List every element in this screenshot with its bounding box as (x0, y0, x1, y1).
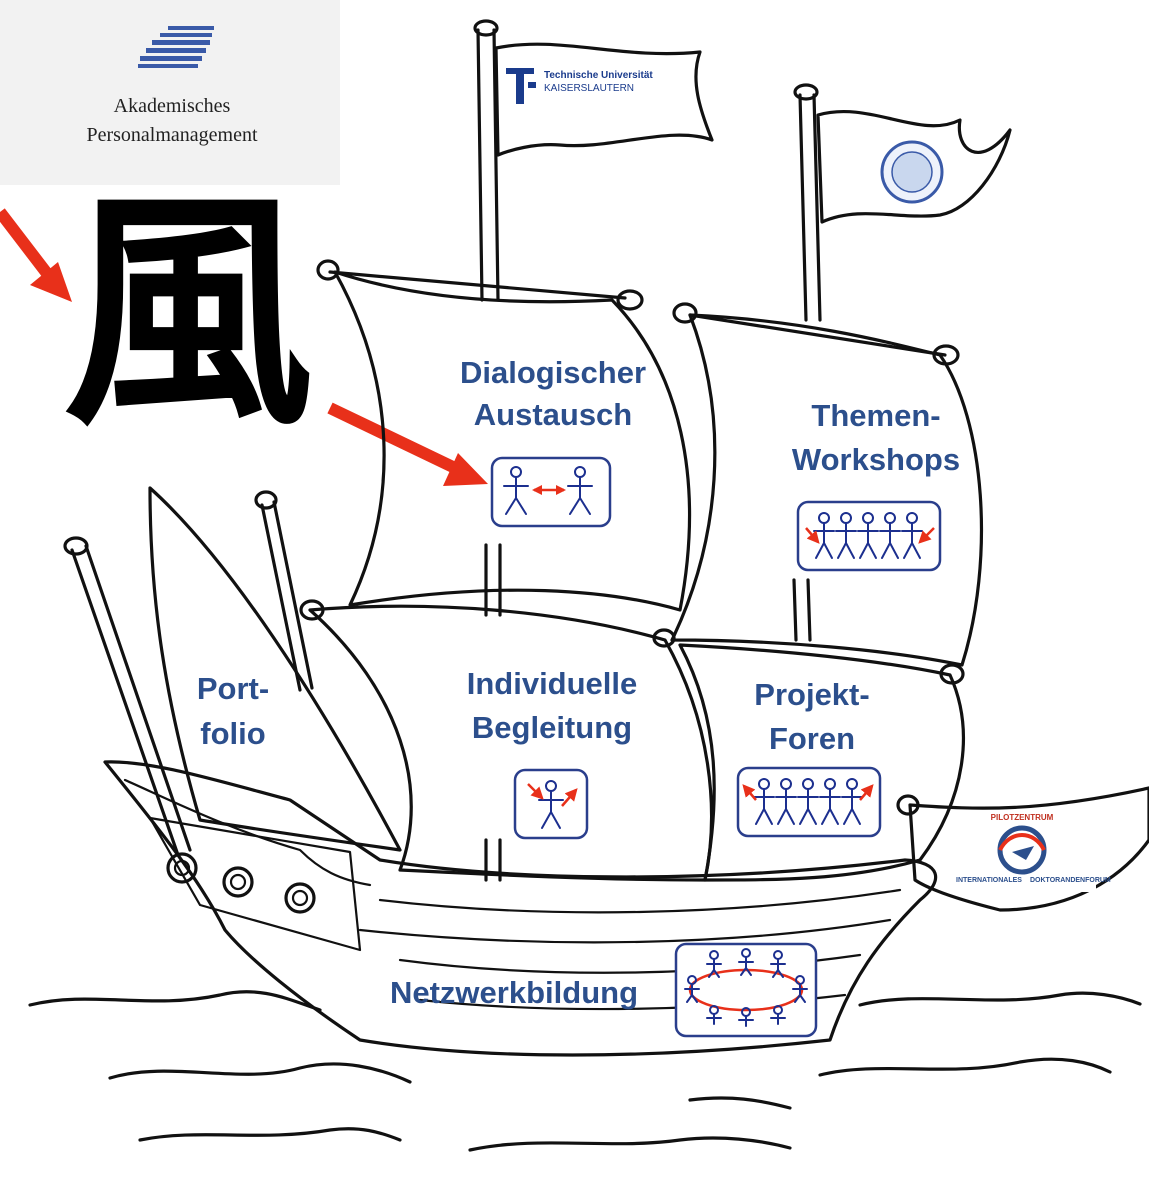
label-workshops: Workshops (792, 442, 960, 477)
label-netzwerkbildung: Netzwerkbildung (390, 975, 638, 1010)
kanji-wind: 風 (63, 168, 313, 459)
lower-sails (148, 486, 1149, 912)
tu-logo-line-1: Technische Universität (544, 70, 653, 81)
pilot-logo-title: PILOTZENTRUM (991, 813, 1054, 822)
wind-arrow-right (327, 402, 488, 486)
tu-logo-line-2: KAISERSLAUTERN (544, 83, 634, 94)
label-begleitung: Begleitung (472, 710, 632, 745)
sea-waves (28, 990, 1142, 1152)
personalmanagement-logo: Akademisches Personalmanagement (0, 0, 340, 185)
tu-flag: Technische Universität KAISERSLAUTERN (494, 42, 714, 157)
workshop-group-icon (796, 500, 942, 572)
pilot-logo-left: INTERNATIONALES (956, 877, 1022, 884)
logo-line-2: Personalmanagement (86, 124, 257, 146)
wind-arrow-left (0, 208, 72, 302)
label-dialogischer: Dialogischer (460, 355, 646, 390)
label-individuelle: Individuelle (467, 666, 638, 701)
label-port: Port- (197, 671, 269, 706)
logo-line-1: Akademisches (114, 95, 231, 117)
label-foren: Foren (769, 721, 855, 756)
globe-icon (891, 151, 933, 193)
upper-sails (316, 259, 984, 667)
label-austausch: Austausch (474, 397, 632, 432)
pilotzentrum-logo: PILOTZENTRUM INTERNATIONALES DOKTORANDEN… (956, 810, 1111, 892)
network-circle-icon (674, 942, 818, 1038)
individual-guidance-icon (513, 768, 589, 840)
label-projekt: Projekt- (754, 677, 869, 712)
project-forum-icon (736, 766, 882, 838)
dot-grid-icon (138, 26, 214, 68)
doctoral-flag (816, 109, 1012, 224)
label-themen: Themen- (811, 398, 940, 433)
label-folio: folio (200, 716, 265, 751)
porthole-icons (166, 852, 316, 914)
pilot-logo-right: DOKTORANDENFORUM (1030, 877, 1111, 884)
dialog-exchange-icon (490, 456, 612, 528)
